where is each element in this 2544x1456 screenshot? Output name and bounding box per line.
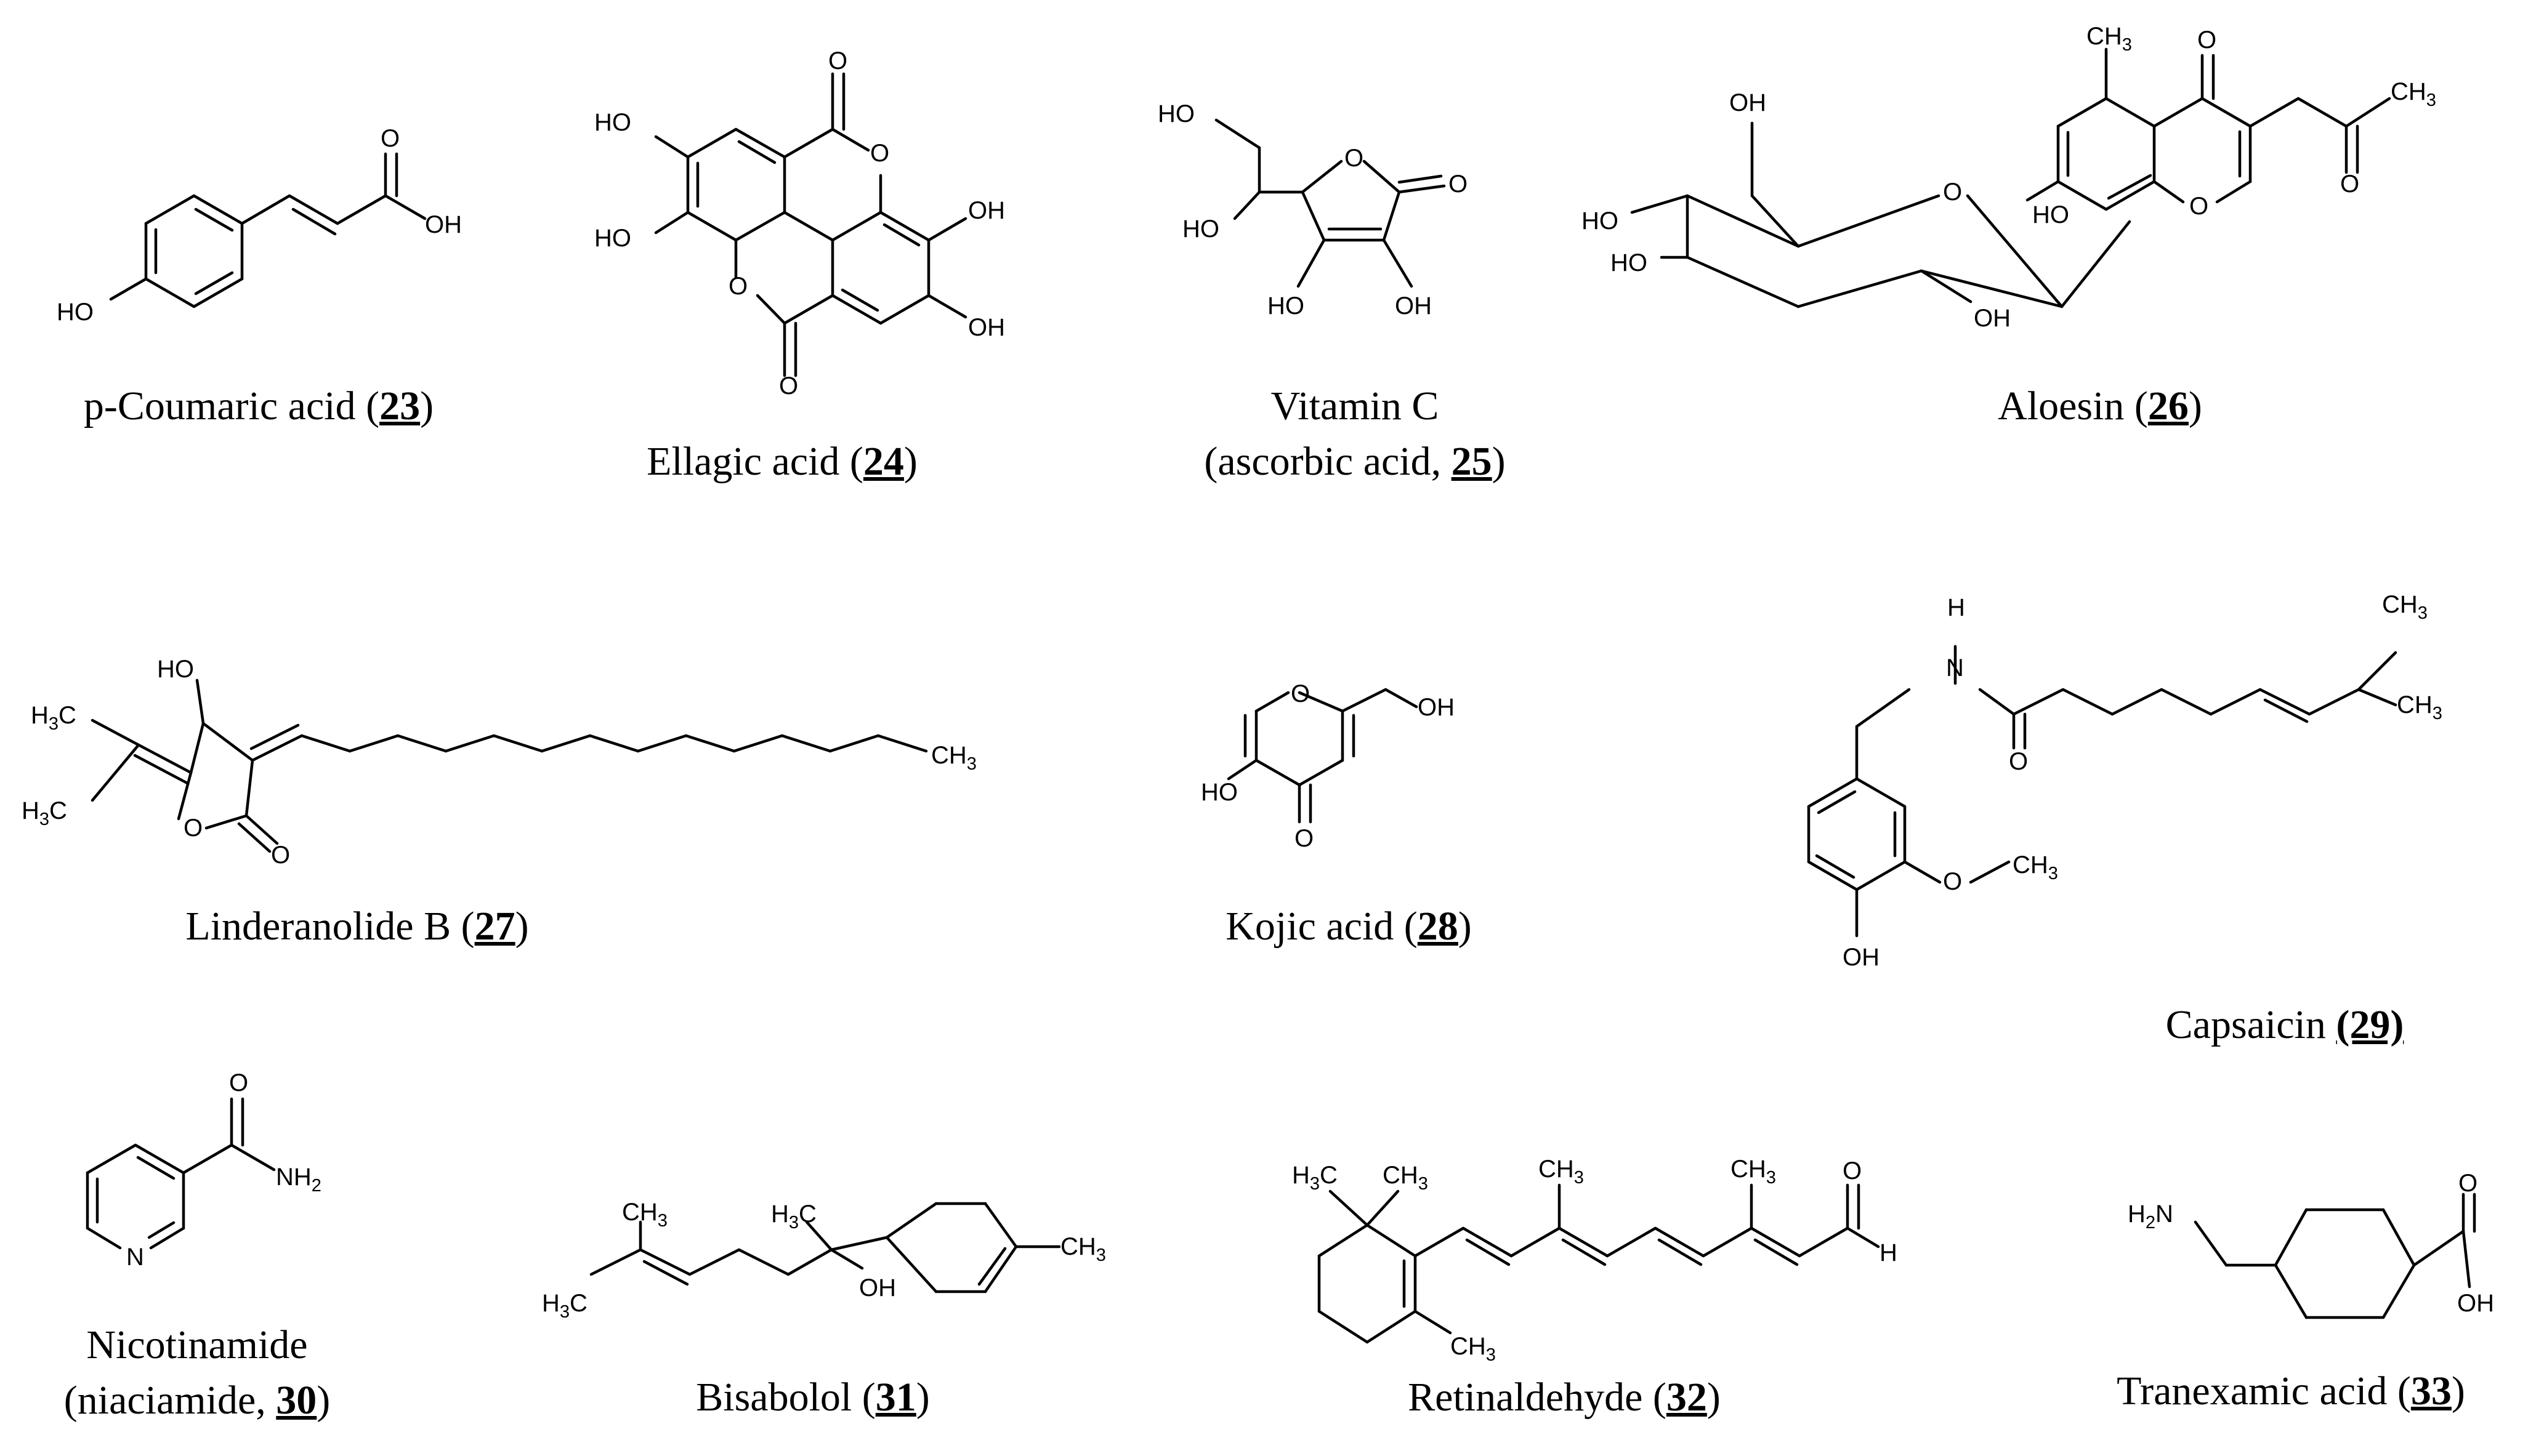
linderanolide-b-structure <box>91 678 928 853</box>
hydroxyl-label: OH <box>2457 1290 2494 1317</box>
p-coumaric-acid-structure <box>109 152 427 308</box>
amide-label: NH2 <box>276 1164 321 1196</box>
caption-linderanolide-b: Linderanolide B (27) <box>185 904 529 949</box>
hydroxyl-label: HO <box>1581 207 1618 235</box>
caption-ellagic-acid: Ellagic acid (24) <box>647 439 918 484</box>
hydrogen-label: H <box>1947 594 1965 621</box>
methyl-label: CH3 <box>2013 851 2058 883</box>
nicotinamide-structure <box>86 1097 276 1250</box>
kojic-acid-structure <box>1227 688 1418 824</box>
hydroxyl-label: HO <box>2032 201 2069 228</box>
ring-oxygen-label: O <box>2189 193 2208 220</box>
ring-oxygen-label: O <box>184 814 203 842</box>
caption-p-coumaric-acid: p-Coumaric acid (23) <box>83 384 434 428</box>
acid-hydroxyl-label: OH <box>425 211 462 238</box>
pyridine-nitrogen-label: N <box>126 1244 144 1271</box>
hydroxyl-label: OH <box>1974 305 2011 332</box>
hydroxyl-label: HO <box>1267 292 1304 320</box>
ring-oxygen-label: O <box>1291 680 1310 707</box>
hydroxyl-label: OH <box>1843 944 1880 971</box>
carbonyl-oxygen-label: O <box>1843 1157 1862 1185</box>
hydroxyl-label: HO <box>1182 215 1219 243</box>
hydroxyl-label: HO <box>594 109 631 136</box>
caption-aloesin: Aloesin (26) <box>1998 384 2202 428</box>
carbonyl-oxygen-label: O <box>381 125 400 152</box>
carbonyl-oxygen-label: O <box>1294 825 1314 852</box>
caption-tranexamic-acid: Tranexamic acid (33) <box>2117 1369 2465 1414</box>
caption-vitamin-c: Vitamin C (ascorbic acid, 25) <box>1204 384 1506 484</box>
ring-oxygen-label: O <box>870 140 889 167</box>
carbonyl-oxygen-label: O <box>271 842 290 869</box>
carbonyl-oxygen-label: O <box>229 1069 248 1096</box>
hydroxyl-label: OH <box>968 197 1005 224</box>
hydroxyl-label: OH <box>1729 89 1766 116</box>
ring-oxygen-label: O <box>729 273 748 300</box>
carbonyl-oxygen-label: O <box>2340 171 2359 198</box>
carbonyl-oxygen-label: O <box>779 372 798 400</box>
methoxy-oxygen-label: O <box>1943 868 1962 895</box>
caption-capsaicin: Capsaicin (29) <box>2165 1002 2404 1047</box>
carbonyl-oxygen-label: O <box>2458 1170 2477 1197</box>
methyl-label: H3C <box>1292 1162 1338 1194</box>
hydroxyl-label: HO <box>157 656 194 683</box>
hydroxyl-label: OH <box>968 314 1005 341</box>
tranexamic-acid-structure <box>2194 1193 2476 1319</box>
hydroxyl-label: OH <box>859 1274 896 1301</box>
methyl-label: CH3 <box>1060 1233 1106 1265</box>
methyl-label: CH3 <box>1383 1162 1428 1194</box>
hydroxyl-label: HO <box>1610 249 1647 276</box>
aloesin-structure <box>1630 47 2391 308</box>
methyl-label: CH3 <box>622 1199 668 1231</box>
carbonyl-oxygen-label: O <box>1448 171 1468 198</box>
caption-kojic-acid: Kojic acid (28) <box>1226 904 1472 949</box>
hydroxyl-label: HO <box>594 225 631 252</box>
hydroxyl-label: HO <box>57 299 94 326</box>
hydroxyl-label: HO <box>1201 779 1238 806</box>
carbonyl-oxygen-label: O <box>2197 26 2216 54</box>
ellagic-acid-structure <box>654 72 967 377</box>
atom-labels: HO O OH O O O O HO HO OH OH HO HO O O HO… <box>22 23 2494 1365</box>
methyl-label: CH3 <box>1450 1333 1496 1365</box>
methyl-label: CH3 <box>2382 591 2428 623</box>
carbonyl-oxygen-label: O <box>2009 748 2028 775</box>
ring-oxygen-label: O <box>1344 145 1363 172</box>
methyl-label: CH3 <box>1730 1156 1776 1188</box>
bisabolol-structure <box>589 1202 1061 1293</box>
amide-nitrogen-label: N <box>1946 654 1964 682</box>
methyl-label: H3C <box>771 1201 817 1233</box>
methyl-label: CH3 <box>2391 78 2436 110</box>
ring-oxygen-label: O <box>1943 179 1962 206</box>
aldehyde-hydrogen-label: H <box>1880 1239 1897 1266</box>
methyl-label: CH3 <box>2086 23 2132 55</box>
carbonyl-oxygen-label: O <box>828 47 847 74</box>
hydroxyl-label: OH <box>1395 292 1432 320</box>
methyl-label: CH3 <box>2397 691 2442 723</box>
caption-bisabolol: Bisabolol (31) <box>696 1375 930 1420</box>
caption-nicotinamide: Nicotinamide (niaciamide, 30) <box>63 1322 331 1423</box>
retinaldehyde-structure <box>1317 1183 1880 1344</box>
methyl-label: H3C <box>22 797 67 829</box>
methyl-label: H3C <box>542 1290 588 1322</box>
capsaicin-structure <box>1807 645 2397 938</box>
hydroxyl-label: OH <box>1418 694 1455 721</box>
amine-label: H2N <box>2128 1201 2173 1233</box>
vitamin-c-structure <box>1214 118 1446 288</box>
methyl-label: CH3 <box>1538 1156 1584 1188</box>
methyl-label: CH3 <box>931 742 977 774</box>
hydroxyl-label: HO <box>1158 100 1195 127</box>
caption-retinaldehyde: Retinaldehyde (32) <box>1408 1375 1721 1420</box>
methyl-label: H3C <box>31 702 76 734</box>
